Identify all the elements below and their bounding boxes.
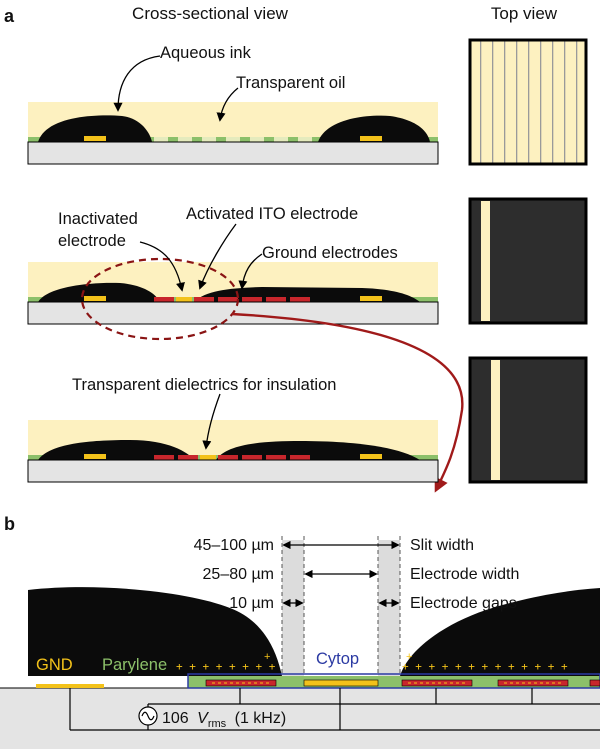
slit-gap-right <box>378 540 400 676</box>
ink-droplet-left <box>38 282 160 302</box>
ink-droplet-right <box>318 115 430 142</box>
ink-droplet-left <box>38 115 152 142</box>
arrow-inactivated <box>139 241 185 292</box>
parylene-layer <box>188 676 600 688</box>
cytop-layer <box>187 673 600 689</box>
dim-slit-value: 45–100 µm <box>194 537 274 554</box>
gnd-electrode <box>36 684 104 688</box>
substrate <box>27 141 439 165</box>
source-v: V <box>197 710 209 727</box>
electrode <box>589 679 600 687</box>
electrode <box>205 679 277 687</box>
source-value: 106 <box>162 710 189 727</box>
zoom-ellipse <box>80 257 240 341</box>
electrode <box>202 137 216 142</box>
source-freq: (1 kHz) <box>235 710 287 727</box>
source-label-bg <box>160 706 338 728</box>
ac-source-wave <box>141 711 155 721</box>
electrode-center <box>303 679 379 687</box>
electrode <box>154 297 174 302</box>
top-view-1 <box>468 38 588 166</box>
source-label: 106 Vrms (1 kHz) <box>162 710 286 731</box>
arrow-transparent-oil <box>216 87 239 122</box>
electrode-inactivated <box>200 455 216 460</box>
electrode <box>194 297 214 302</box>
electrode <box>290 297 310 302</box>
electrode <box>178 455 198 460</box>
electrode <box>242 297 262 302</box>
top-view-3 <box>468 356 588 484</box>
row2-cross-section <box>27 257 439 341</box>
electrode-inactivated <box>176 297 192 302</box>
top-view-3-stripe <box>491 360 500 480</box>
label-parylene: Parylene <box>102 656 167 674</box>
electrode <box>266 455 286 460</box>
header-top-view: Top view <box>491 4 558 23</box>
dim-electrode-label: Electrode width <box>410 566 519 583</box>
row3-cross-section <box>27 420 439 483</box>
electrode <box>218 297 238 302</box>
row1-cross-section <box>27 102 439 165</box>
dim-gap-label: Electrode gaps <box>410 595 517 612</box>
dim-electrode-value: 25–80 µm <box>203 566 274 583</box>
charges-right: + + + + + + + + + + + + + <box>402 660 568 673</box>
top-view-2-stripe <box>481 201 490 321</box>
electrode <box>154 455 174 460</box>
label-cytop: Cytop <box>316 650 359 668</box>
circuit-wiring <box>69 688 600 731</box>
electrode <box>497 679 569 687</box>
slit-gap-left <box>282 540 304 676</box>
panel-a-letter: a <box>4 6 15 26</box>
substrate <box>27 459 439 483</box>
dim-gap-value: 10 µm <box>229 595 274 612</box>
electrode <box>274 137 288 142</box>
electrode <box>84 136 106 141</box>
label-ground-electrodes: Ground electrodes <box>262 244 398 262</box>
ink-droplet-right <box>400 588 600 676</box>
arrow-ground-electrodes <box>238 253 263 290</box>
label-gnd: GND <box>36 656 73 674</box>
label-activated-ito: Activated ITO electrode <box>186 205 358 223</box>
electrode <box>401 679 473 687</box>
electrode <box>84 296 106 301</box>
label-inactivated-2: electrode <box>58 232 126 250</box>
electrode <box>242 455 262 460</box>
electrode <box>84 454 106 459</box>
electrode <box>226 137 240 142</box>
arrow-dielectrics <box>202 393 221 450</box>
header-cross-sectional: Cross-sectional view <box>132 4 289 23</box>
electrode <box>360 296 382 301</box>
charges-left-top: + <box>264 651 270 663</box>
charges-left: + + + + + + + + <box>176 660 276 673</box>
label-inactivated-1: Inactivated <box>58 210 138 228</box>
electrode <box>360 136 382 141</box>
electrode <box>218 455 238 460</box>
electrode <box>250 137 264 142</box>
dim-slit-label: Slit width <box>410 537 474 554</box>
ink-droplet-left <box>28 587 282 676</box>
electrode <box>178 137 192 142</box>
zoom-arrow <box>231 312 464 493</box>
panel-b-letter: b <box>4 514 15 534</box>
electrode <box>266 297 286 302</box>
source-sub: rms <box>208 718 227 730</box>
label-transparent-oil: Transparent oil <box>236 74 345 92</box>
electrode <box>298 137 312 142</box>
charges-right-top: + <box>406 651 412 663</box>
label-aqueous-ink: Aqueous ink <box>160 44 252 62</box>
electrode <box>290 455 310 460</box>
label-transparent-dielectrics: Transparent dielectrics for insulation <box>72 376 336 394</box>
electrode <box>154 137 168 142</box>
electrode <box>360 454 382 459</box>
arrow-activated-ito <box>198 223 237 290</box>
arrow-aqueous-ink <box>113 55 161 112</box>
